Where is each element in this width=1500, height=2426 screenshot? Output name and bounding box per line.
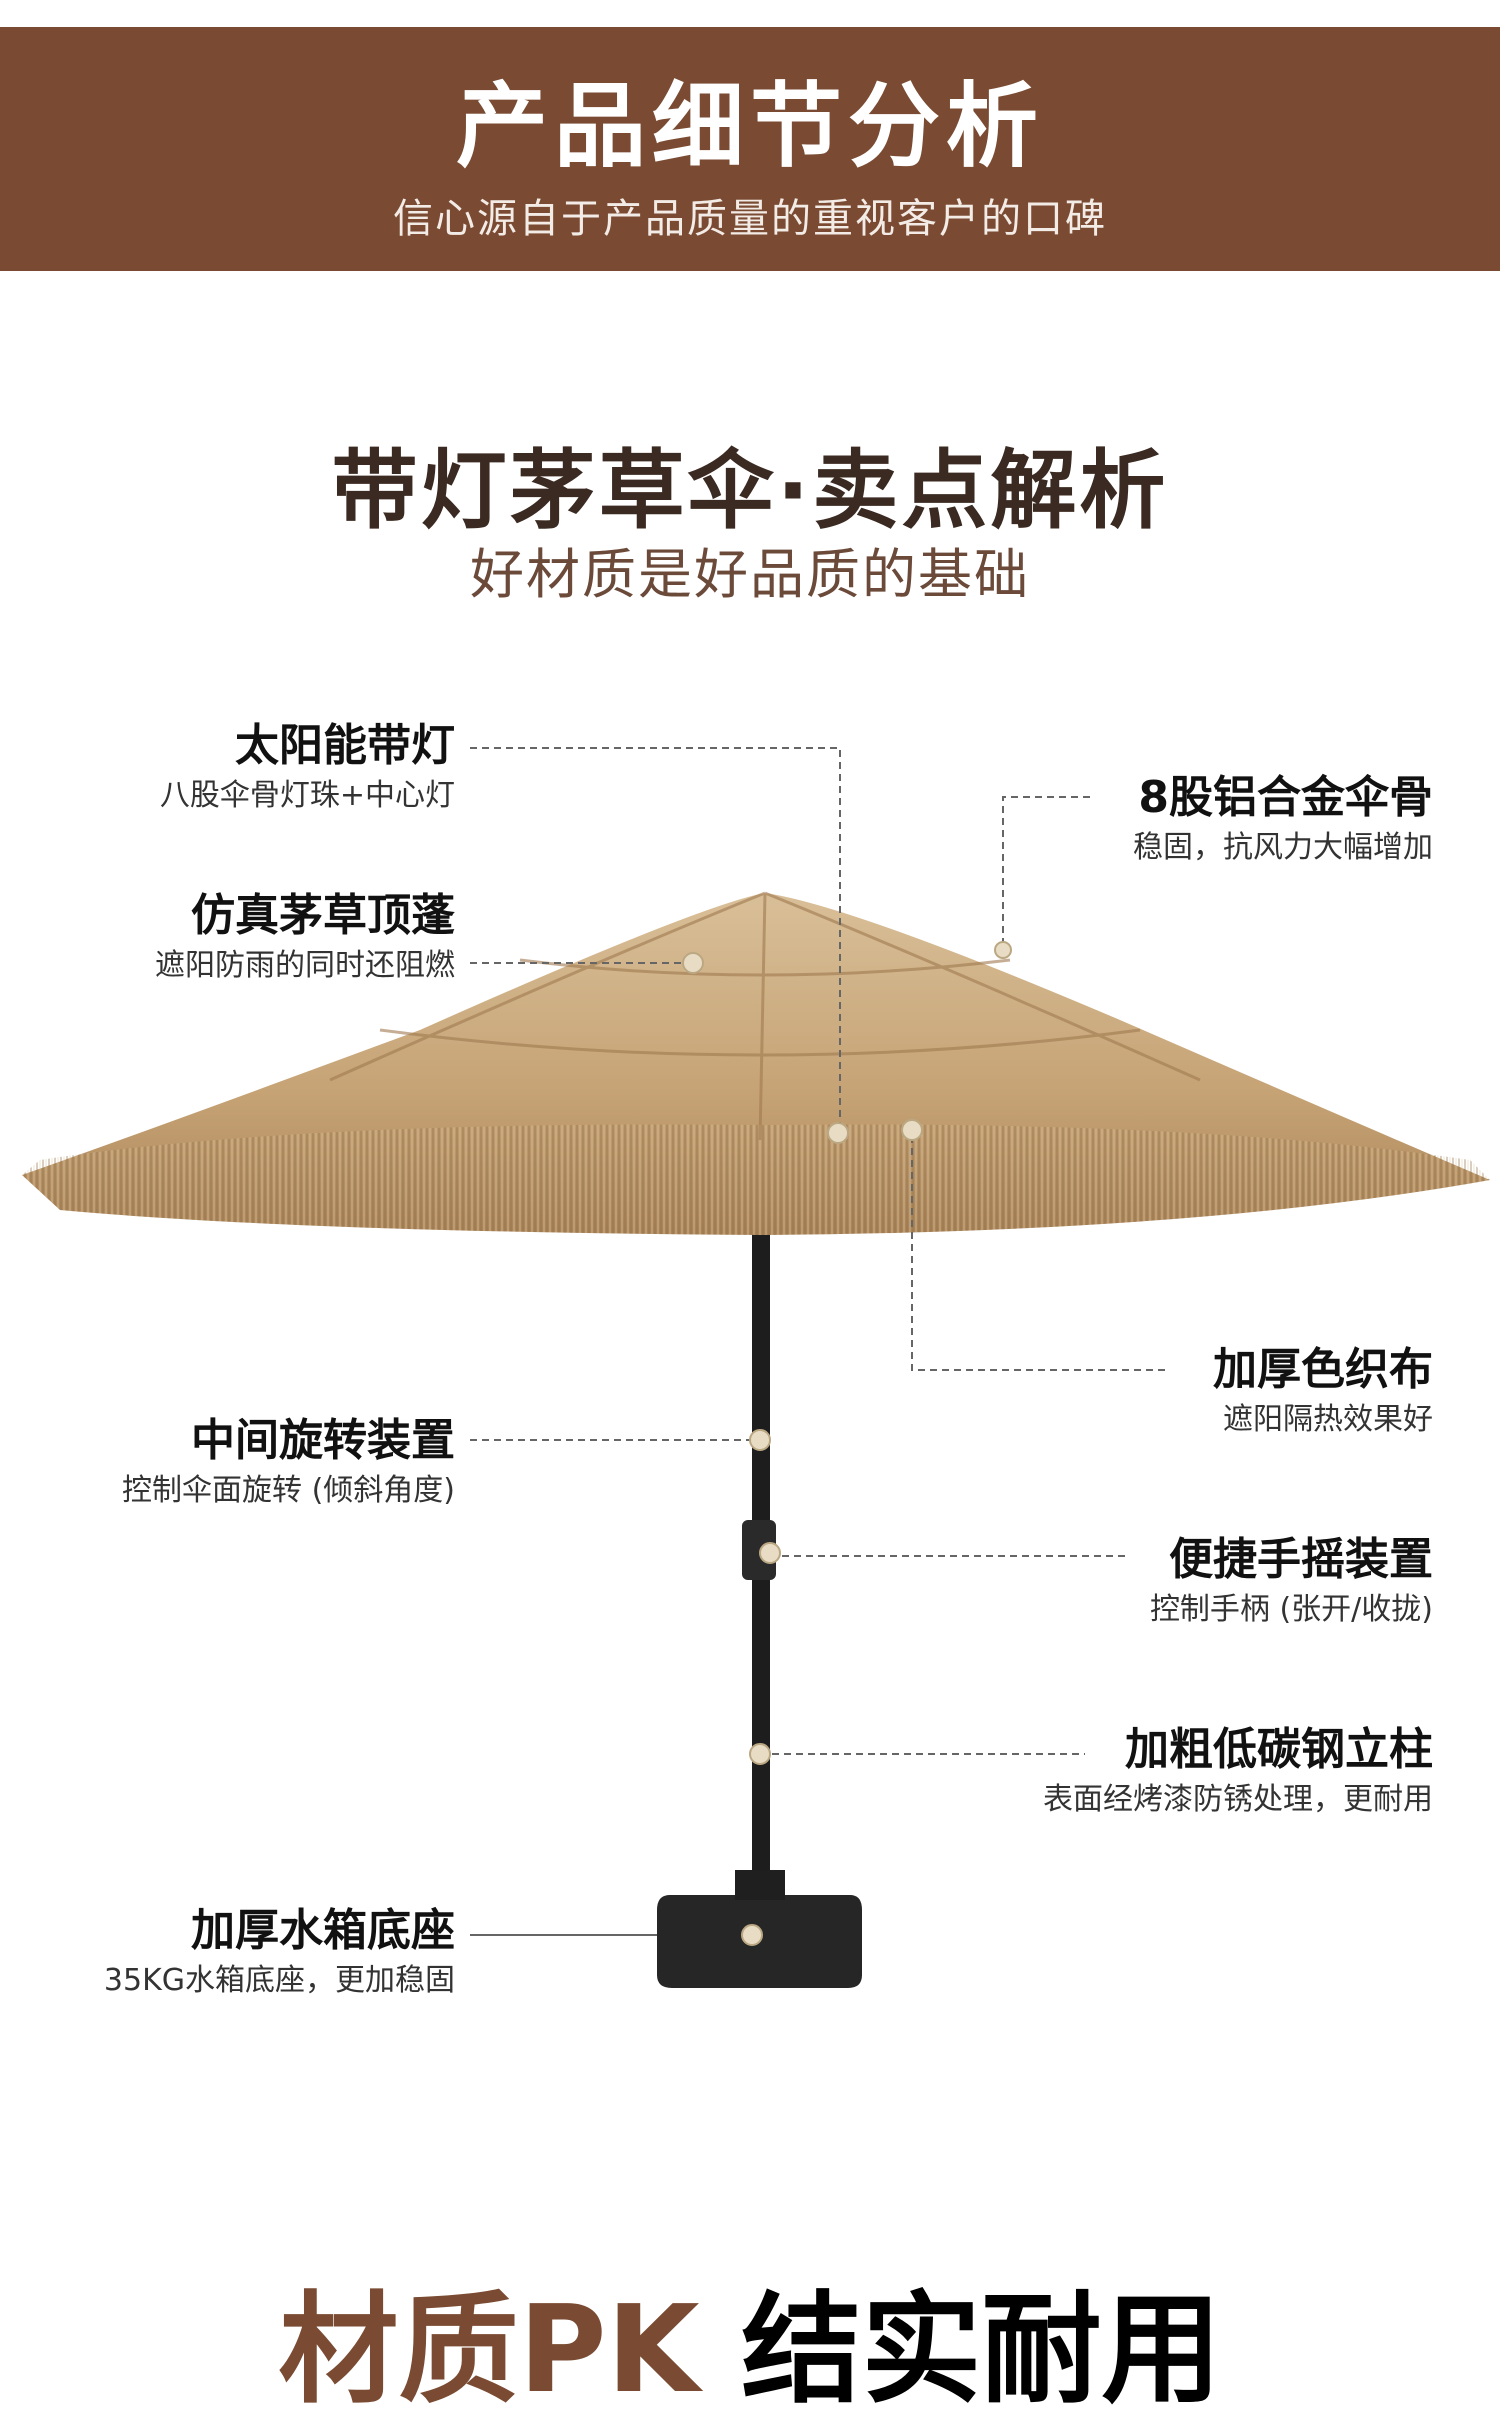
feature-title: 仿真茅草顶蓬 [191,890,455,941]
header-band [0,27,1500,271]
feature-crank: 便捷手摇装置 控制手柄 (张开/收拢) [993,1532,1433,1632]
crank-handle [742,1520,776,1580]
feature-desc: 控制手柄 (张开/收拢) [1149,1592,1433,1627]
feature-fabric: 加厚色织布 遮阳隔热效果好 [993,1342,1433,1442]
next-section-heading: 材质PK 结实耐用 [0,2252,1500,2426]
hotspot-dot [759,1542,781,1564]
hotspot-dot [749,1429,771,1451]
feature-title: 加粗低碳钢立柱 [1125,1724,1433,1775]
feature-title: 中间旋转装置 [191,1415,455,1466]
feature-desc: 表面经烤漆防锈处理，更耐用 [1043,1782,1433,1817]
section-title: 带灯茅草伞·卖点解析 [331,441,1169,541]
leader-solar-light [470,747,841,1133]
feature-title: 便捷手摇装置 [1169,1534,1433,1585]
section-subtitle: 好材质是好品质的基础 [470,543,1030,606]
hotspot-dot [827,1122,849,1144]
hotspot-dot [749,1743,771,1765]
feature-title: 太阳能带灯 [235,720,455,771]
hotspot-dot [682,952,704,974]
feature-desc: 控制伞面旋转 (倾斜角度) [122,1473,455,1508]
feature-title: 加厚色织布 [1213,1344,1433,1395]
leader-ribs [1002,796,1090,950]
feature-thatch-top: 仿真茅草顶蓬 遮阳防雨的同时还阻燃 [15,888,455,988]
leader-fabric [911,1130,1165,1371]
heading-part-brown: 材质PK [278,2281,700,2420]
feature-title: 8股铝合金伞骨 [1138,772,1433,823]
feature-water-base: 加厚水箱底座 35KG水箱底座，更加稳固 [15,1903,455,2003]
feature-rotation: 中间旋转装置 控制伞面旋转 (倾斜角度) [15,1413,455,1513]
feature-desc: 八股伞骨灯珠+中心灯 [159,778,455,813]
feature-title: 加厚水箱底座 [191,1905,455,1956]
feature-desc: 遮阳隔热效果好 [1223,1402,1433,1437]
feature-desc: 遮阳防雨的同时还阻燃 [155,948,455,983]
product-image [22,747,1490,1988]
feature-aluminum-ribs: 8股铝合金伞骨 稳固，抗风力大幅增加 [993,770,1433,870]
page-title: 产品细节分析 [455,73,1044,180]
heading-part-black: 结实耐用 [741,2281,1222,2420]
hotspot-dot [741,1924,763,1946]
feature-desc: 稳固，抗风力大幅增加 [1133,830,1433,865]
feature-solar-light: 太阳能带灯 八股伞骨灯珠+中心灯 [15,718,455,818]
feature-desc: 35KG水箱底座，更加稳固 [103,1963,455,1998]
page-subtitle: 信心源自于产品质量的重视客户的口碑 [393,196,1107,242]
hotspot-dot [901,1119,923,1141]
feature-steel-pole: 加粗低碳钢立柱 表面经烤漆防锈处理，更耐用 [993,1722,1433,1822]
hotspot-dot [994,941,1012,959]
